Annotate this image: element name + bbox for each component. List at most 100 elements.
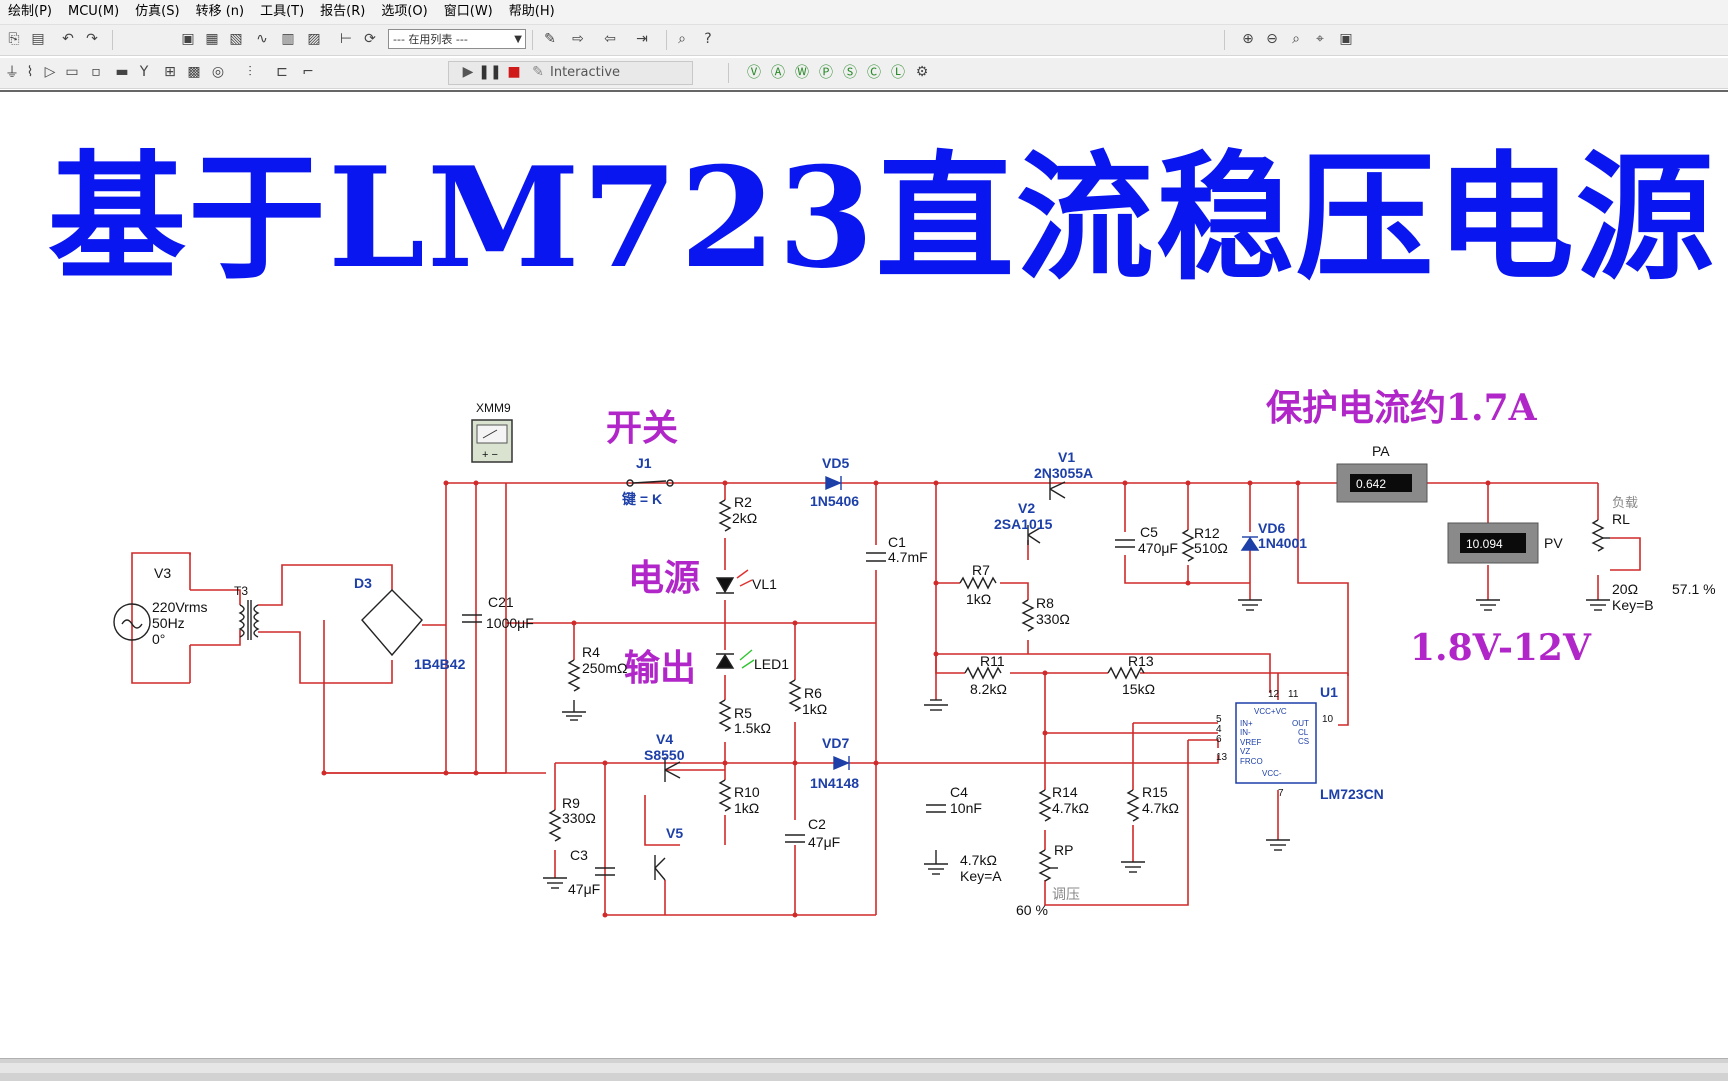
voltmeter-pv[interactable]: 10.094 [1447, 522, 1539, 564]
instrument-logic-icon[interactable]: Ⓛ [891, 65, 905, 81]
ic-pin-7: 7 [1278, 788, 1284, 799]
label-v3-phase: 0° [152, 631, 165, 647]
label-vd6-model: 1N4001 [1258, 535, 1307, 551]
ic-lm723[interactable]: VCC+VC IN+ IN- VREF VZ FRCO VCC- OUT CL … [1216, 689, 1334, 799]
label-t3: T3 [234, 584, 248, 598]
label-c1-value: 4.7mF [888, 549, 928, 565]
postprocessor-icon[interactable]: ▥ [281, 31, 295, 47]
label-c5: C5 [1140, 524, 1158, 540]
source-icon[interactable]: ⏚ [5, 65, 19, 81]
wire-network [131, 482, 1641, 916]
instrument-multimeter-icon[interactable]: Ⓥ [747, 65, 761, 81]
basic-icon[interactable]: ⌇ [26, 64, 34, 80]
electromech-icon[interactable]: ⫶ [248, 64, 252, 80]
label-r2-value: 2kΩ [732, 510, 757, 526]
simulation-controls [448, 61, 693, 85]
mixed-icon[interactable]: ⊞ [164, 64, 176, 80]
label-r4-value: 250mΩ [582, 660, 628, 676]
misc-icon[interactable]: ▫ [91, 64, 101, 80]
label-vl1: VL1 [752, 576, 777, 592]
forward-icon[interactable]: ⇥ [636, 31, 648, 47]
grapher-icon[interactable]: ∿ [256, 31, 268, 47]
chevron-down-icon: ▼ [514, 34, 522, 45]
instrument-current-probe-icon[interactable]: Ⓒ [867, 65, 881, 81]
menu-window[interactable]: 窗口(W) [443, 4, 493, 19]
power-component-icon[interactable]: Y [139, 64, 149, 80]
menu-options[interactable]: 选项(O) [381, 4, 428, 19]
main-toolbar: ⎘ ▤ ↶ ↷ ▣ ▦ ▧ ∿ ▥ ▨ ⊢ ⟳ --- 在用列表 --- ▼ ✎… [0, 25, 1728, 56]
label-v2: V2 [1018, 500, 1035, 516]
ammeter-pa[interactable]: 0.642 [1336, 463, 1428, 503]
menu-tools[interactable]: 工具(T) [260, 4, 305, 19]
backannotate-icon[interactable]: ⟳ [364, 31, 376, 47]
undo-icon[interactable]: ↶ [62, 31, 74, 47]
instrument-wattmeter-icon[interactable]: Ⓦ [795, 65, 809, 81]
label-rp-adjust: 调压 [1052, 886, 1080, 902]
diode-icon[interactable]: ▷ [44, 64, 56, 80]
full-screen-icon[interactable]: ▣ [1339, 31, 1353, 47]
menu-simulate[interactable]: 仿真(S) [135, 4, 180, 19]
label-r13-value: 15kΩ [1122, 681, 1155, 697]
label-vd6: VD6 [1258, 520, 1285, 536]
label-j1-key: 键 = K [621, 491, 662, 507]
label-r14: R14 [1052, 784, 1078, 800]
label-xmm9: XMM9 [476, 401, 511, 415]
hierarchy-icon[interactable]: ⊏ [276, 64, 288, 80]
spreadsheet-icon[interactable]: ▦ [205, 31, 219, 47]
redo-icon[interactable]: ↷ [86, 31, 98, 47]
pause-icon[interactable]: ❚❚ [478, 64, 502, 80]
database-icon[interactable]: ▧ [229, 31, 243, 47]
label-rl-key: Key=B [1612, 597, 1654, 613]
find-icon[interactable]: ⌕ [678, 31, 686, 47]
instrument-scope-icon[interactable]: Ⓢ [843, 65, 857, 81]
design-toolbox-icon[interactable]: ▣ [181, 31, 195, 47]
label-rp-percent: 60 % [1016, 902, 1048, 918]
settings-gear-icon[interactable]: ⚙ [915, 64, 929, 80]
menu-help[interactable]: 帮助(H) [508, 4, 555, 19]
menu-reports[interactable]: 报告(R) [320, 4, 366, 19]
label-r6: R6 [804, 685, 822, 701]
ground-symbols [543, 599, 1610, 889]
annotation-voltage-range: 1.8V-12V [1410, 627, 1592, 669]
in-use-list-select[interactable]: --- 在用列表 --- ▼ [388, 29, 526, 49]
mcu-component-icon[interactable]: ▩ [187, 64, 201, 80]
horizontal-scrollbar[interactable] [0, 1058, 1728, 1081]
bus-icon[interactable]: ⌐ [302, 64, 314, 80]
instrument-ammeter-icon[interactable]: Ⓐ [771, 65, 785, 81]
transfer-icon[interactable]: ⇨ [572, 31, 584, 47]
zoom-area-icon[interactable]: ⌕ [1292, 31, 1300, 47]
menu-mcu[interactable]: MCU(M) [67, 4, 120, 19]
zoom-in-icon[interactable]: ⊕ [1242, 31, 1254, 47]
back-icon[interactable]: ⇦ [604, 31, 616, 47]
menu-bar: 绘制(P) MCU(M) 仿真(S) 转移 (n) 工具(T) 报告(R) 选项… [0, 0, 1728, 25]
zoom-fit-icon[interactable]: ⌖ [1316, 31, 1324, 47]
label-rp: RP [1054, 842, 1073, 858]
schematic-workspace[interactable] [0, 90, 1728, 1058]
label-c1: C1 [888, 534, 906, 550]
ic-pin-5: 5 [1216, 714, 1222, 725]
label-rl-load: 负载 [1612, 495, 1638, 510]
zoom-out-icon[interactable]: ⊖ [1266, 31, 1278, 47]
electrical-rules-icon[interactable]: ⊢ [339, 31, 353, 47]
instrument-probe-icon[interactable]: Ⓟ [819, 65, 833, 81]
indicator-icon[interactable]: ▬ [115, 64, 129, 80]
scrollbar-thumb[interactable] [0, 1063, 1728, 1073]
copy-icon[interactable]: ⎘ [8, 31, 20, 47]
paste-icon[interactable]: ▤ [31, 31, 45, 47]
help-icon[interactable]: ? [704, 31, 712, 47]
circuit-schematic: + − VCC+VC IN+ IN- VREF VZ FRCO VCC- OUT… [113, 387, 1716, 918]
probe-icon[interactable]: ✎ [544, 31, 556, 47]
transistor-icon[interactable]: ▭ [65, 64, 79, 80]
junction-dots [321, 480, 1491, 918]
menu-transfer[interactable]: 转移 (n) [195, 4, 245, 19]
rf-icon[interactable]: ◎ [211, 64, 225, 80]
multimeter-xmm9[interactable]: + − [471, 419, 513, 463]
label-r10: R10 [734, 784, 760, 800]
ic-pin-cs: CS [1298, 737, 1309, 746]
label-r4: R4 [582, 644, 600, 660]
run-icon[interactable]: ▶ [462, 64, 474, 80]
annotation-protection-current: 保护电流约1.7A [1266, 387, 1538, 429]
breadboard-icon[interactable]: ▨ [307, 31, 321, 47]
stop-icon[interactable]: ■ [507, 64, 521, 80]
menu-draw[interactable]: 绘制(P) [8, 4, 52, 19]
